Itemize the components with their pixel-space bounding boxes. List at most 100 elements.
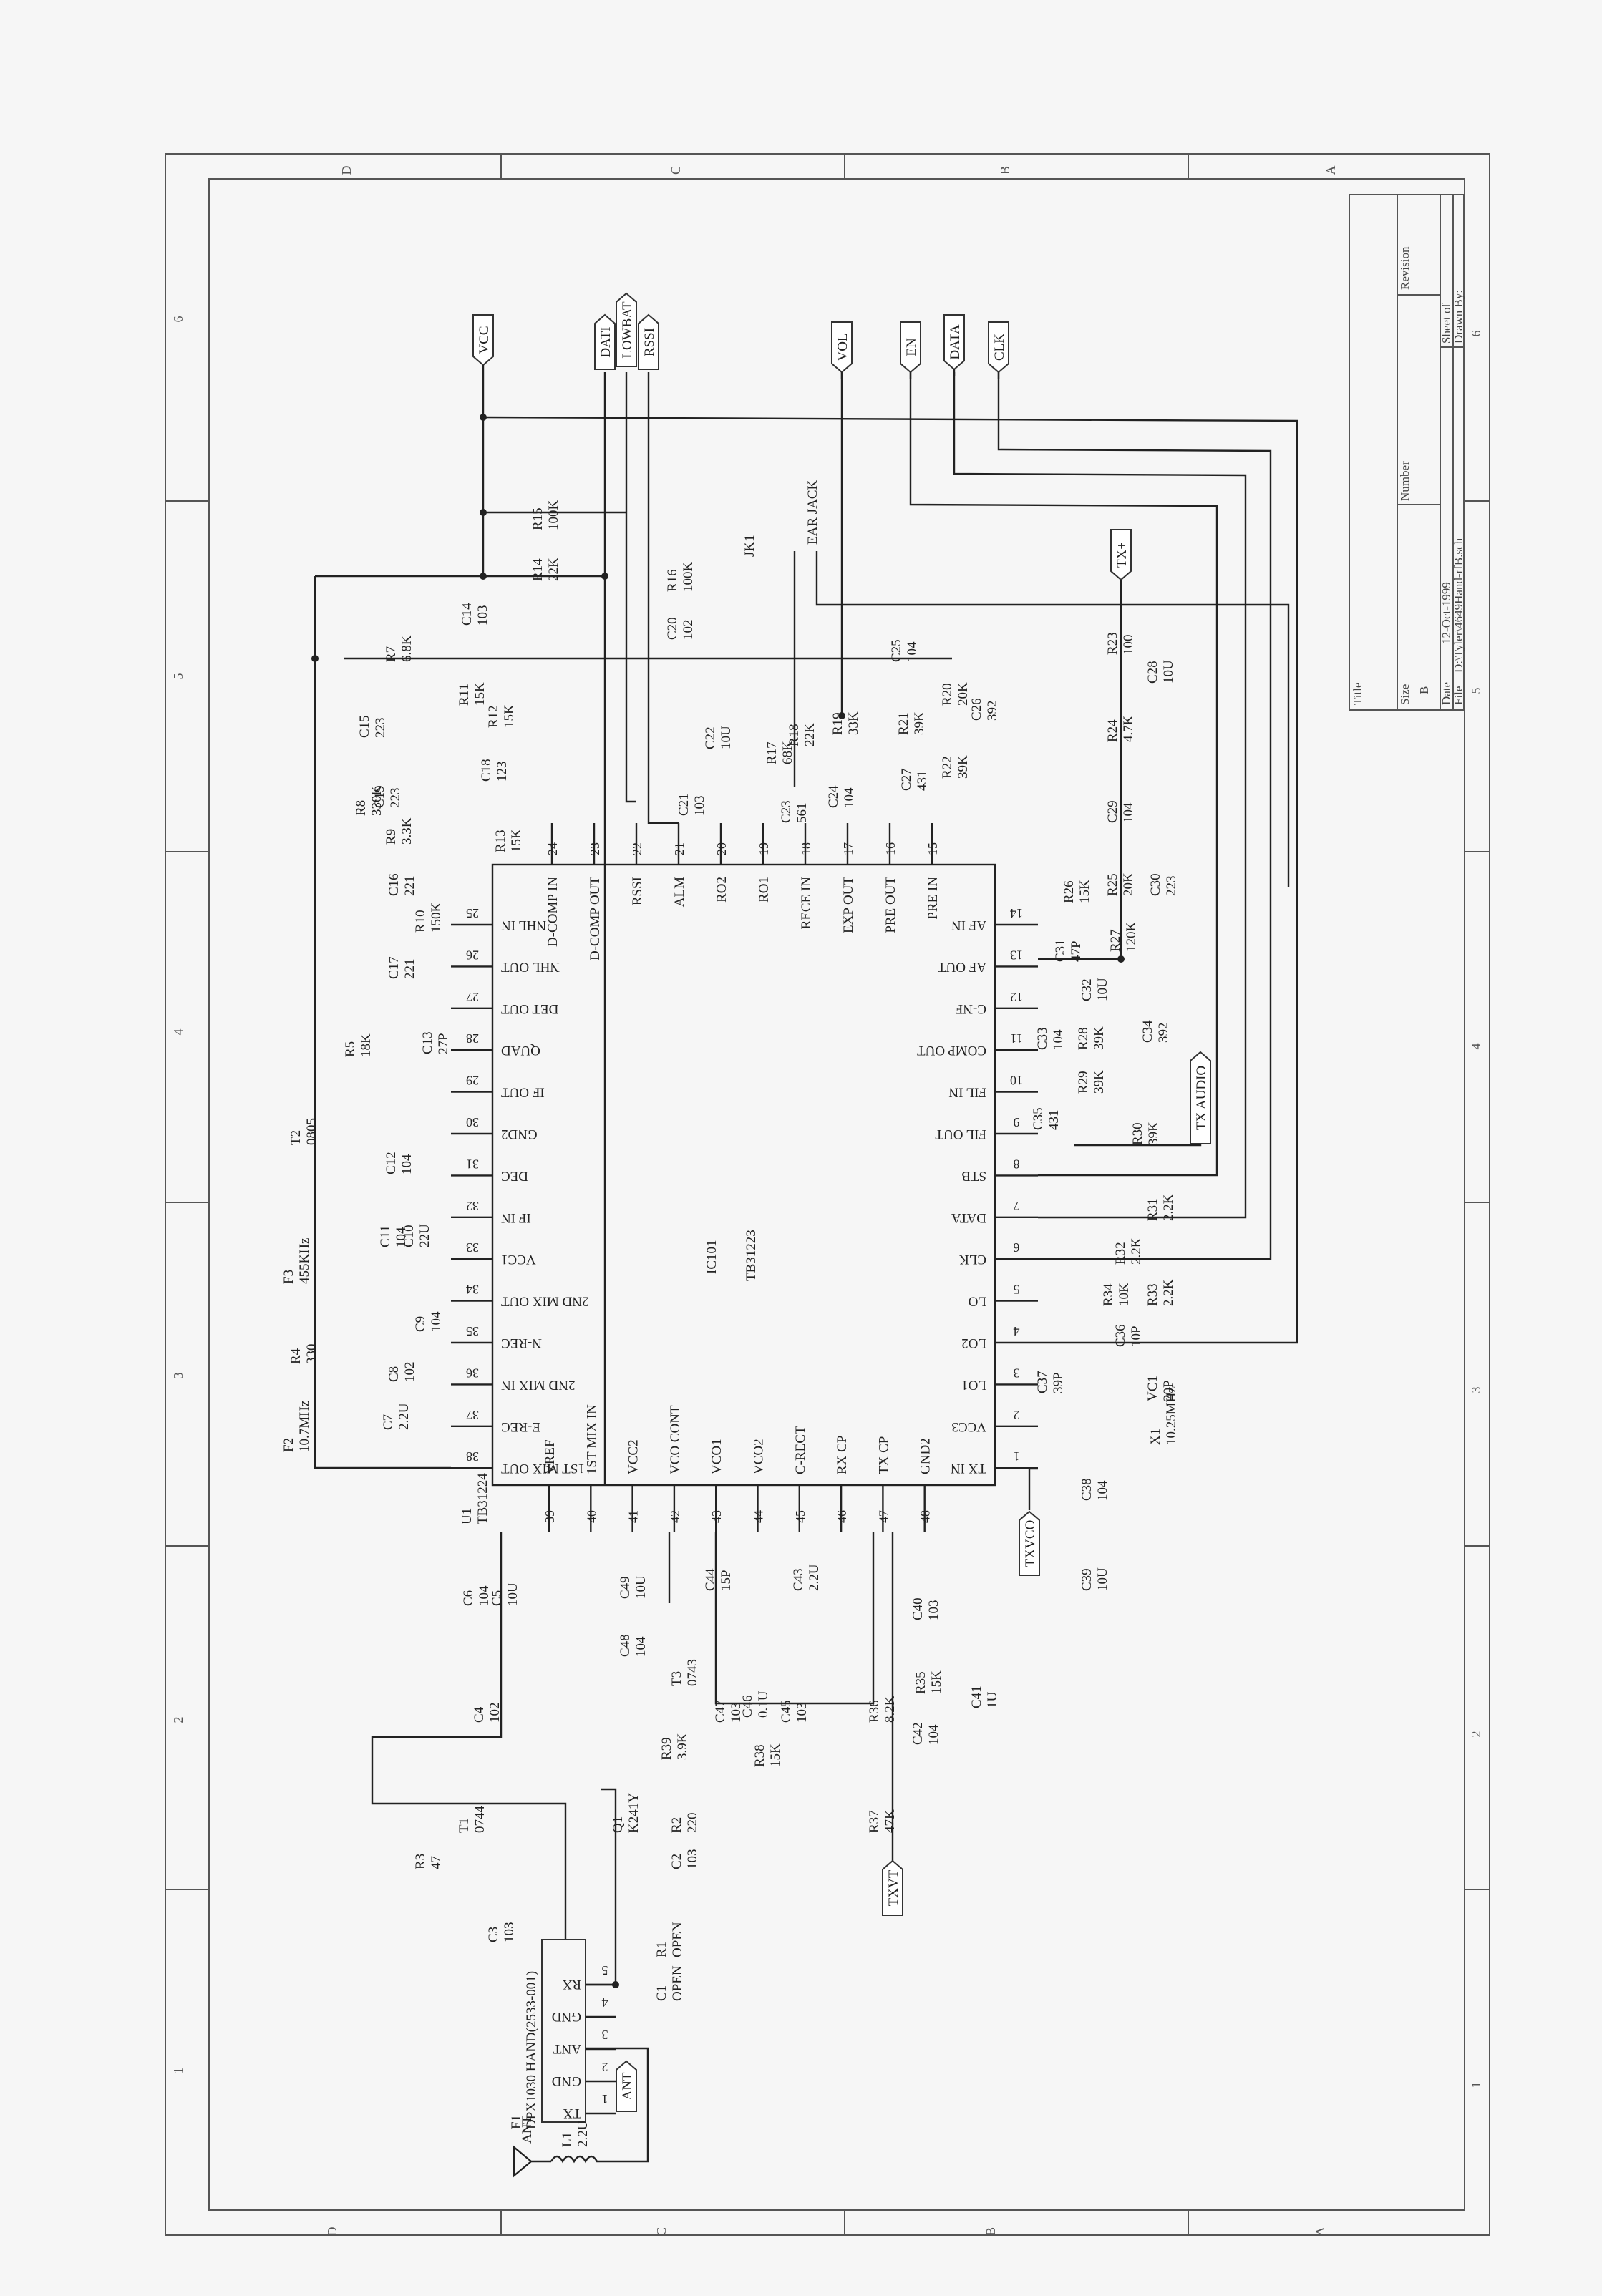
component-ref: C2	[669, 1854, 684, 1869]
component-ref: T3	[669, 1671, 684, 1686]
component-value: 104	[429, 1311, 444, 1332]
wire-segment	[997, 372, 1272, 1260]
component-value: 103	[502, 1922, 517, 1943]
pin-label: IF OUT	[501, 1085, 545, 1100]
component-ref: R15	[530, 507, 545, 530]
component-value: 10.7MHz	[297, 1401, 312, 1452]
pin-label: NHL OUT	[501, 959, 560, 974]
component-ref: C26	[969, 698, 984, 721]
antenna: ANT	[513, 2090, 649, 2178]
pin-label: TX CP	[876, 1436, 891, 1474]
pin-label: TX IN	[951, 1461, 986, 1476]
pin-number: 14	[1010, 906, 1023, 920]
zone-letter-top: D	[339, 166, 354, 175]
pin-label: ALM	[672, 877, 687, 907]
component-ref: C1	[654, 1985, 669, 2001]
outer-border	[165, 153, 1490, 2236]
component-value: 104	[1051, 1029, 1066, 1050]
pin-number: 45	[793, 1510, 807, 1523]
component-ref: R19	[830, 712, 845, 735]
component-value: 39K	[912, 711, 927, 735]
zone-number-left: 2	[171, 1717, 185, 1723]
component-value: 103	[692, 796, 707, 817]
component-value: 27P	[436, 1033, 451, 1054]
component-value: 47K	[883, 1809, 898, 1833]
pin-number: 25	[466, 906, 479, 920]
net-label-shape	[638, 313, 659, 370]
component-value: 221	[402, 959, 417, 980]
component-ref: C28	[1145, 661, 1160, 684]
component-ref: Q1	[611, 1816, 626, 1833]
component-value: 0744	[472, 1806, 487, 1834]
junction-dot	[838, 712, 845, 719]
zone-number-left: 6	[171, 316, 185, 323]
component-ref: R26	[1062, 880, 1077, 903]
pin-number: 1	[1014, 1449, 1020, 1464]
component-ref: C37	[1035, 1371, 1050, 1393]
component-value: 10U	[1161, 660, 1176, 684]
component-ref: C8	[387, 1366, 402, 1382]
component-ref: R27	[1108, 929, 1123, 952]
pin-label: RO2	[714, 877, 729, 903]
wire-segment	[815, 551, 1290, 887]
pin-number: 38	[466, 1449, 479, 1464]
pin-number: 4	[602, 1995, 608, 2010]
net-label-text: CLK	[992, 334, 1007, 361]
component-ref: C34	[1140, 1020, 1155, 1043]
pin-number: 22	[630, 842, 644, 855]
pin-number: 39	[543, 1510, 557, 1523]
pin-number: 20	[714, 842, 729, 855]
component-value: 123	[495, 762, 510, 782]
pin-number: 31	[466, 1157, 479, 1171]
component-ref: R5	[343, 1041, 358, 1057]
component-value: 3.3K	[399, 817, 414, 845]
pin-label: STB	[961, 1168, 986, 1183]
component-value: 2.2U	[397, 1403, 412, 1430]
component-ref: C19	[372, 785, 387, 808]
component-ref: C25	[889, 639, 904, 662]
pin-number: 34	[466, 1283, 479, 1297]
component-value: 221	[402, 876, 417, 897]
u1-part: TB31224	[475, 1473, 490, 1524]
pin-number: 13	[1010, 948, 1023, 962]
component-ref: L1	[560, 2132, 575, 2147]
pin-label: VCO CONT	[668, 1405, 683, 1474]
component-value: 392	[1156, 1023, 1171, 1044]
component-value: 39K	[1146, 1122, 1161, 1145]
component-value: 39K	[1092, 1070, 1107, 1094]
component-value: 2.2K	[1161, 1279, 1176, 1306]
pin-label: 1ST MIX IN	[584, 1404, 599, 1474]
component-ref: C38	[1079, 1478, 1094, 1501]
size-value: B	[1417, 686, 1431, 694]
net-label-text: TXVCO	[1023, 1520, 1038, 1567]
component-value: 104	[633, 1636, 649, 1657]
component-value: 10U	[633, 1575, 649, 1599]
pin-number: 28	[466, 1031, 479, 1046]
